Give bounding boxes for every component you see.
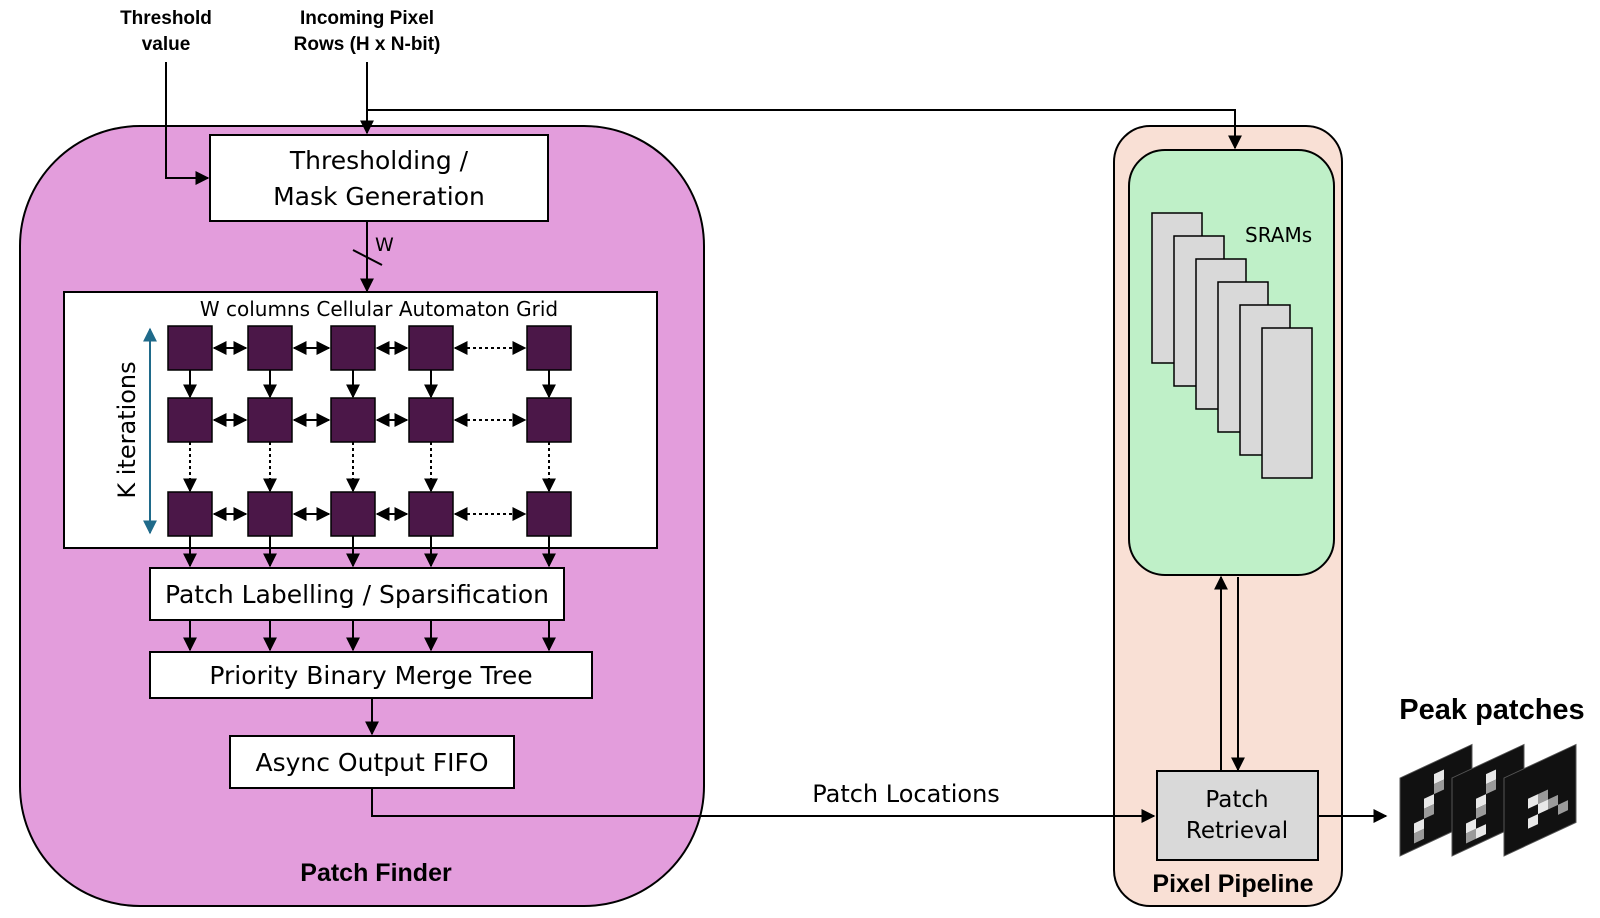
peak-patch-pixel bbox=[1528, 814, 1538, 829]
threshold-input-label-2: value bbox=[142, 34, 191, 55]
patch-retrieval-label: Patch bbox=[1205, 787, 1268, 813]
automaton-cell bbox=[247, 491, 293, 537]
patch-finder-title: Patch Finder bbox=[300, 859, 452, 887]
pixel-pipeline-title: Pixel Pipeline bbox=[1152, 870, 1313, 898]
patch-retrieval-block bbox=[1156, 770, 1319, 861]
peak-patch-pixel bbox=[1434, 779, 1444, 795]
pixel-input-label-2: Rows (H x N-bit) bbox=[294, 34, 441, 55]
thresholding-block-label-2: Mask Generation bbox=[273, 182, 485, 211]
peak-patch-pixel bbox=[1434, 769, 1444, 785]
fifo-block-label: Async Output FIFO bbox=[255, 748, 488, 777]
automaton-cell bbox=[330, 397, 376, 443]
bus-slash bbox=[352, 249, 383, 266]
peak-patch-pixel bbox=[1486, 779, 1496, 795]
peak-patch-pixel bbox=[1476, 824, 1486, 839]
automaton-cell bbox=[167, 491, 213, 537]
grid-output-arrows bbox=[183, 536, 556, 568]
automaton-cell bbox=[526, 397, 572, 443]
fifo-block bbox=[229, 735, 515, 789]
peak-patch-pixel bbox=[1528, 794, 1538, 809]
thresholding-block bbox=[209, 134, 549, 222]
pixel-arrow-to-pipeline bbox=[367, 109, 1242, 150]
labelling-output-arrows bbox=[183, 620, 556, 652]
bus-width-label: W bbox=[375, 234, 394, 256]
automaton-cell bbox=[330, 325, 376, 371]
peak-patch-pixel bbox=[1466, 828, 1476, 844]
peak-patch-pixel bbox=[1476, 804, 1486, 819]
peak-patch-pixel bbox=[1414, 818, 1424, 834]
peak-patch-pixel bbox=[1538, 799, 1548, 815]
patch-locations-arrow bbox=[371, 788, 1156, 823]
patch-retrieval-label-2: Retrieval bbox=[1186, 818, 1288, 844]
automaton-grid-title: W columns Cellular Automaton Grid bbox=[200, 297, 558, 321]
peak-patch-pixel bbox=[1538, 789, 1548, 805]
sram-bank bbox=[1261, 327, 1313, 479]
sram-label: SRAMs bbox=[1245, 223, 1312, 247]
automaton-cell bbox=[247, 397, 293, 443]
peak-patch-pixel bbox=[1476, 794, 1486, 809]
peak-patch bbox=[1503, 743, 1577, 857]
automaton-cell bbox=[167, 325, 213, 371]
automaton-cells bbox=[167, 325, 572, 537]
automaton-cell bbox=[526, 491, 572, 537]
threshold-arrow bbox=[165, 62, 210, 185]
sram-stack bbox=[1151, 212, 1313, 479]
automaton-cell bbox=[330, 491, 376, 537]
patch-locations-label: Patch Locations bbox=[812, 780, 1000, 808]
threshold-input-label: Threshold bbox=[120, 8, 212, 29]
peak-patch-pixel bbox=[1466, 818, 1476, 834]
peak-patch-pixel bbox=[1548, 794, 1558, 810]
automaton-cell bbox=[526, 325, 572, 371]
peak-patch-pixel bbox=[1414, 828, 1424, 844]
peak-patches-title: Peak patches bbox=[1399, 694, 1584, 726]
iterations-label: K iterations bbox=[113, 361, 141, 498]
peak-patch-pixel bbox=[1424, 794, 1434, 809]
automaton-cell bbox=[247, 325, 293, 371]
automaton-cell bbox=[408, 491, 454, 537]
thresholding-block-label: Thresholding / bbox=[289, 146, 469, 175]
labelling-block-label: Patch Labelling / Sparsification bbox=[165, 580, 549, 609]
merge-tree-block-label: Priority Binary Merge Tree bbox=[209, 661, 532, 690]
labelling-block bbox=[149, 567, 565, 621]
automaton-cell bbox=[167, 397, 213, 443]
pixel-input-label: Incoming Pixel bbox=[300, 8, 434, 29]
peak-patch-pixel bbox=[1424, 804, 1434, 819]
automaton-cell bbox=[408, 325, 454, 371]
automaton-cell bbox=[408, 397, 454, 443]
peak-patch-pixel bbox=[1558, 800, 1568, 815]
peak-patch-pixel bbox=[1486, 769, 1496, 785]
peak-patch-images bbox=[1399, 743, 1577, 857]
merge-tree-block bbox=[149, 651, 593, 699]
